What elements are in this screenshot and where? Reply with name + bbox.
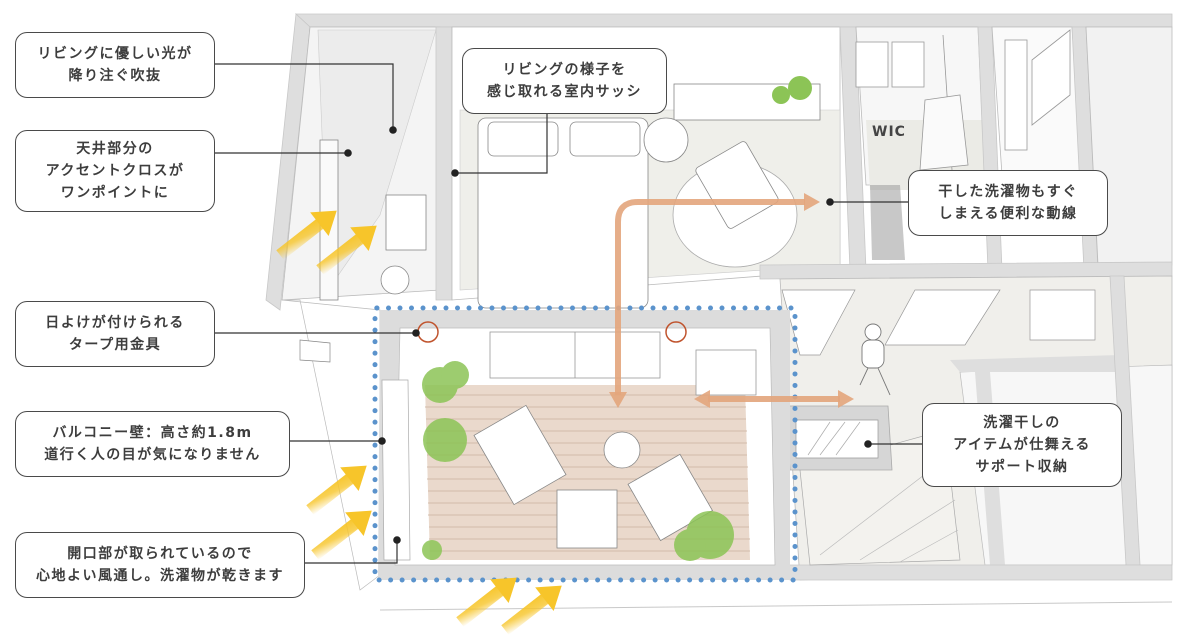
circulation-arrows xyxy=(615,199,840,402)
callout-line: サポート収納 xyxy=(975,459,1069,475)
callout-line: 心地よい風通し。洗濯物が乾きます xyxy=(36,568,284,584)
bedroom-plants xyxy=(772,76,812,104)
balcony-dotted-outline xyxy=(372,305,798,583)
callout-tarp-fixture: 日よけが付けられる タープ用金具 xyxy=(15,301,215,367)
bedroom-furniture xyxy=(319,83,821,309)
callout-line: バルコニー壁：高さ約1.8m xyxy=(52,425,253,441)
callout-line: 感じ取れる室内サッシ xyxy=(487,84,642,100)
callout-line: 干した洗濯物もすぐ xyxy=(938,184,1078,200)
balcony-plants xyxy=(422,361,734,561)
callout-support-storage: 洗濯干しの アイテムが仕舞える サポート収納 xyxy=(922,403,1122,487)
callout-leaders xyxy=(215,63,922,564)
callout-line: 日よけが付けられる xyxy=(45,315,185,331)
callout-line: 天井部分の xyxy=(76,141,154,157)
sunlight-arrows xyxy=(276,210,562,635)
callout-line: リビングに優しい光が xyxy=(37,46,193,62)
callout-anchor-dots xyxy=(344,126,872,544)
callout-line: 洗濯干しの xyxy=(983,415,1061,431)
callout-laundry-flow: 干した洗濯物もすぐ しまえる便利な動線 xyxy=(908,170,1108,236)
callout-line: 降り注ぐ吹抜 xyxy=(68,68,162,84)
tarp-fixture-ring-right xyxy=(665,321,687,343)
balcony xyxy=(378,76,812,580)
callout-ceiling-cloth: 天井部分の アクセントクロスが ワンポイントに xyxy=(15,130,215,212)
wic-shelves xyxy=(855,29,1071,171)
person-walking-icon xyxy=(859,323,891,396)
callout-opening: 開口部が取られているので 心地よい風通し。洗濯物が乾きます xyxy=(15,532,305,598)
room-label-wic: WIC xyxy=(872,124,906,140)
callout-balcony-wall: バルコニー壁：高さ約1.8m 道行く人の目が気になりません xyxy=(15,411,290,477)
callout-line: しまえる便利な動線 xyxy=(938,206,1078,222)
callout-line: アイテムが仕舞える xyxy=(953,437,1091,453)
callout-line: 開口部が取られているので xyxy=(67,546,253,562)
callout-line: リビングの様子を xyxy=(502,62,627,78)
callout-indoor-sash: リビングの様子を 感じ取れる室内サッシ xyxy=(462,48,667,114)
callout-line: ワンポイントに xyxy=(60,185,170,201)
callout-line: アクセントクロスが xyxy=(45,163,185,179)
callout-line: 道行く人の目が気になりません xyxy=(44,447,261,463)
callout-line: タープ用金具 xyxy=(68,337,162,353)
callout-atrium: リビングに優しい光が 降り注ぐ吹抜 xyxy=(15,32,215,98)
